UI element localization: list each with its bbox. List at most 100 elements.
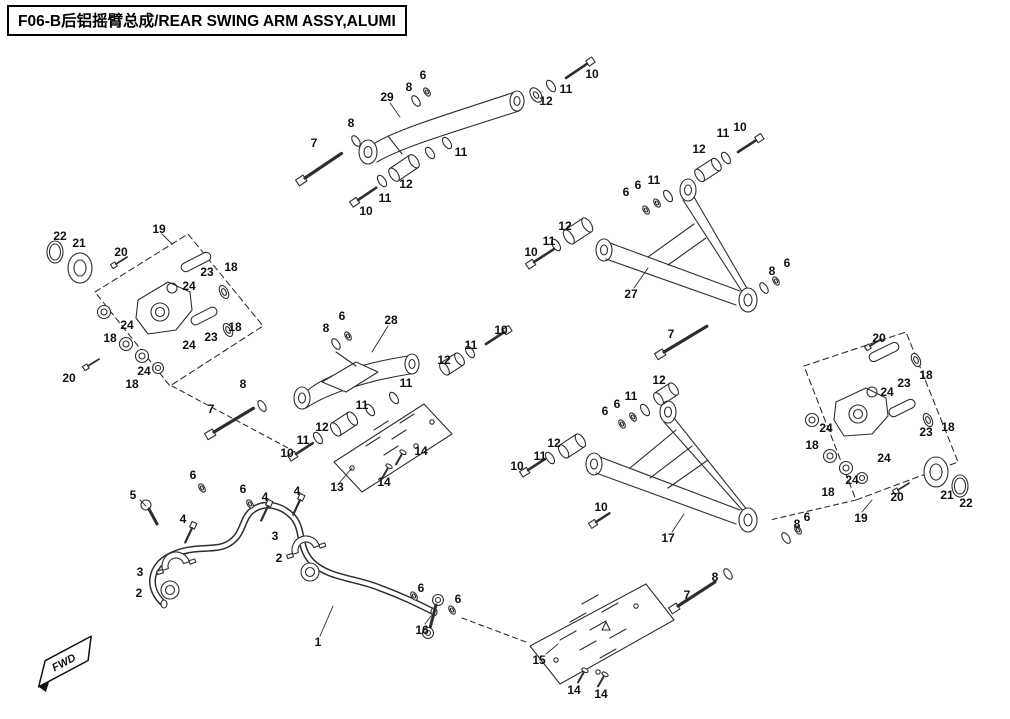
washer-11 <box>424 146 436 160</box>
bushing-roller-21 <box>923 456 949 488</box>
bolt-20 <box>81 358 100 372</box>
detail-leader-line <box>171 385 289 449</box>
bolt-20 <box>863 338 882 352</box>
washer-8 <box>723 568 733 580</box>
nut-6 <box>642 205 650 215</box>
swing-arm-28 <box>293 351 420 410</box>
clamp-bracket-3 <box>156 551 197 576</box>
spacer-sleeve-12 <box>562 217 594 245</box>
bushing-roller-21 <box>67 252 93 284</box>
washer-8 <box>257 400 267 412</box>
spacer-sleeve-12 <box>329 411 359 437</box>
bolt-7 <box>667 580 717 615</box>
washer-18 <box>838 460 854 476</box>
washer-18 <box>922 412 934 428</box>
knuckle-bracket <box>135 281 193 335</box>
washer-24 <box>855 471 869 485</box>
page-title: F06-B后铝摇臂总成/REAR SWING ARM ASSY,ALUMI <box>7 5 407 36</box>
washer-18 <box>222 322 234 338</box>
nut-6 <box>653 198 661 208</box>
bolt-10 <box>518 457 547 478</box>
washer-11 <box>639 403 651 417</box>
bolt-10 <box>587 512 611 529</box>
washer-8 <box>781 532 791 544</box>
washer-11 <box>388 391 400 405</box>
skid-plate-13 <box>333 403 453 493</box>
washer-18 <box>910 352 922 368</box>
nut-6 <box>344 331 352 341</box>
bolt-10 <box>736 132 765 154</box>
nut-6 <box>423 87 431 97</box>
nut-6 <box>794 525 802 535</box>
nut-6 <box>618 419 626 429</box>
screw-14 <box>381 463 393 480</box>
bolt-4 <box>184 520 198 544</box>
bolt-4 <box>260 498 274 522</box>
detail-leader-line <box>769 499 857 521</box>
detail-box-left <box>46 233 264 387</box>
bolt-20 <box>109 256 128 270</box>
washer-11 <box>545 79 557 93</box>
callout-leader-lines <box>139 102 873 655</box>
swing-arm-27 <box>595 178 758 313</box>
screw-14 <box>597 671 609 688</box>
rubber-bushing-2 <box>300 562 320 582</box>
pivot-pin-23 <box>888 398 916 418</box>
retainer-ring-22 <box>46 240 64 264</box>
nut-6 <box>448 605 456 615</box>
washer-11 <box>312 431 324 445</box>
fwd-arrow: FWD <box>37 635 92 692</box>
washer-8 <box>759 282 769 294</box>
nut-6 <box>246 499 254 509</box>
rubber-bushing-2 <box>160 580 180 600</box>
washer-18 <box>218 284 230 300</box>
washer-8 <box>411 95 421 107</box>
spacer-sleeve-12 <box>694 157 722 183</box>
washer-24 <box>96 304 112 320</box>
screw-14 <box>577 667 589 684</box>
washer-11 <box>544 451 556 465</box>
retainer-ring-22 <box>951 474 969 498</box>
spacer-sleeve-12 <box>439 352 465 376</box>
spacer-sleeve-12 <box>653 382 679 406</box>
washer-11 <box>441 136 453 150</box>
swing-arm-link-29 <box>358 90 525 165</box>
washer-18 <box>134 348 150 364</box>
washer-11 <box>720 151 732 165</box>
nut-6 <box>772 276 780 286</box>
washer-11 <box>662 189 674 203</box>
screw-14 <box>395 449 407 466</box>
washer-24 <box>822 448 838 464</box>
bolt-4 <box>292 492 306 516</box>
swing-arm-17 <box>585 400 758 533</box>
washer-8 <box>351 135 361 147</box>
spacer-sleeve-12 <box>557 433 587 459</box>
washer-11 <box>364 403 376 417</box>
stabilizer-end-link-16 <box>421 593 445 640</box>
bolt-10 <box>564 56 596 80</box>
bolt-10 <box>349 186 378 208</box>
bolt-10 <box>524 247 556 270</box>
bolt-7 <box>653 324 709 361</box>
knuckle-bracket <box>833 386 889 437</box>
ball-stud-5 <box>140 499 159 526</box>
pivot-pin-23 <box>868 341 900 363</box>
spacer-sleeve-12 <box>388 154 420 182</box>
bushing-12 <box>529 87 543 103</box>
skid-plate-15 <box>529 583 675 685</box>
nut-6 <box>629 412 637 422</box>
washer-11 <box>464 345 476 359</box>
washer-24 <box>151 361 165 375</box>
washer-24 <box>804 412 820 428</box>
bolt-7 <box>203 406 256 441</box>
detail-leader-line <box>461 617 527 643</box>
washer-11 <box>376 174 388 188</box>
washer-8 <box>331 338 341 350</box>
washer-11 <box>550 238 562 252</box>
bolt-7 <box>295 151 344 187</box>
nut-6 <box>198 483 206 493</box>
clamp-bracket-3 <box>286 535 327 560</box>
detail-box-right <box>803 331 969 501</box>
